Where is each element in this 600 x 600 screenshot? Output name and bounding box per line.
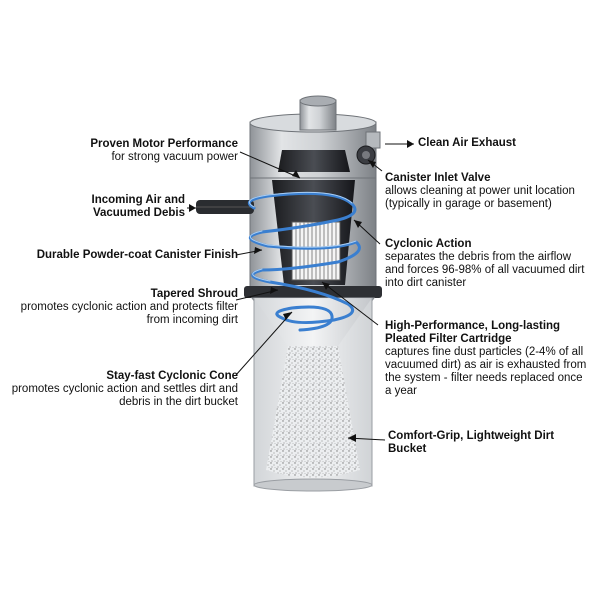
airflow-spiral-highlight [248,191,357,282]
callout-cyclonic-desc: separates the debris from the airflow an… [385,251,585,289]
callout-motor: Proven Motor Performance for strong vacu… [40,138,238,164]
callout-shroud-desc: promotes cyclonic action and protects fi… [20,301,238,326]
callout-canister-title: Durable Powder-coat Canister Finish [36,249,238,261]
callout-cyclonic-title: Cyclonic Action [385,238,472,250]
callout-shroud: Tapered Shroud promotes cyclonic action … [10,288,238,327]
callout-cone-title: Stay-fast Cyclonic Cone [106,370,238,382]
callout-filter-desc: captures fine dust particles (2-4% of al… [385,346,587,397]
pleated-filter [291,221,341,281]
callout-bucket: Comfort-Grip, Lightweight Dirt Bucket [388,430,588,456]
callout-filter-title: High-Performance, Long-lasting Pleated F… [385,320,561,345]
leader-arrowheads [189,140,414,442]
inner-motor [278,150,350,172]
airflow-spiral [247,191,361,332]
callout-valve-title: Canister Inlet Valve [385,172,491,184]
callout-cyclonic: Cyclonic Action separates the debris fro… [385,238,590,290]
callout-canister: Durable Powder-coat Canister Finish [14,249,238,262]
callout-shroud-title: Tapered Shroud [150,288,238,300]
callout-valve-desc: allows cleaning at power unit location (… [385,185,575,210]
dirt-pile [266,346,360,478]
callout-exhaust: Clean Air Exhaust [418,137,588,150]
callout-cone: Stay-fast Cyclonic Cone promotes cycloni… [10,370,238,409]
callout-motor-title: Proven Motor Performance [90,138,238,150]
callout-bucket-title: Comfort-Grip, Lightweight Dirt Bucket [388,430,555,455]
callout-motor-desc: for strong vacuum power [111,151,238,163]
callout-valve: Canister Inlet Valve allows cleaning at … [385,172,590,211]
exhaust-port [365,131,381,149]
callout-exhaust-title: Clean Air Exhaust [418,137,516,149]
bucket-bottom [253,478,373,492]
callout-incoming: Incoming Air and Vacuumed Debis [40,194,186,220]
callout-filter: High-Performance, Long-lasting Pleated F… [385,320,590,398]
callout-cone-desc: promotes cyclonic action and settles dir… [11,383,238,408]
callout-incoming-title: Incoming Air and Vacuumed Debis [91,194,186,219]
